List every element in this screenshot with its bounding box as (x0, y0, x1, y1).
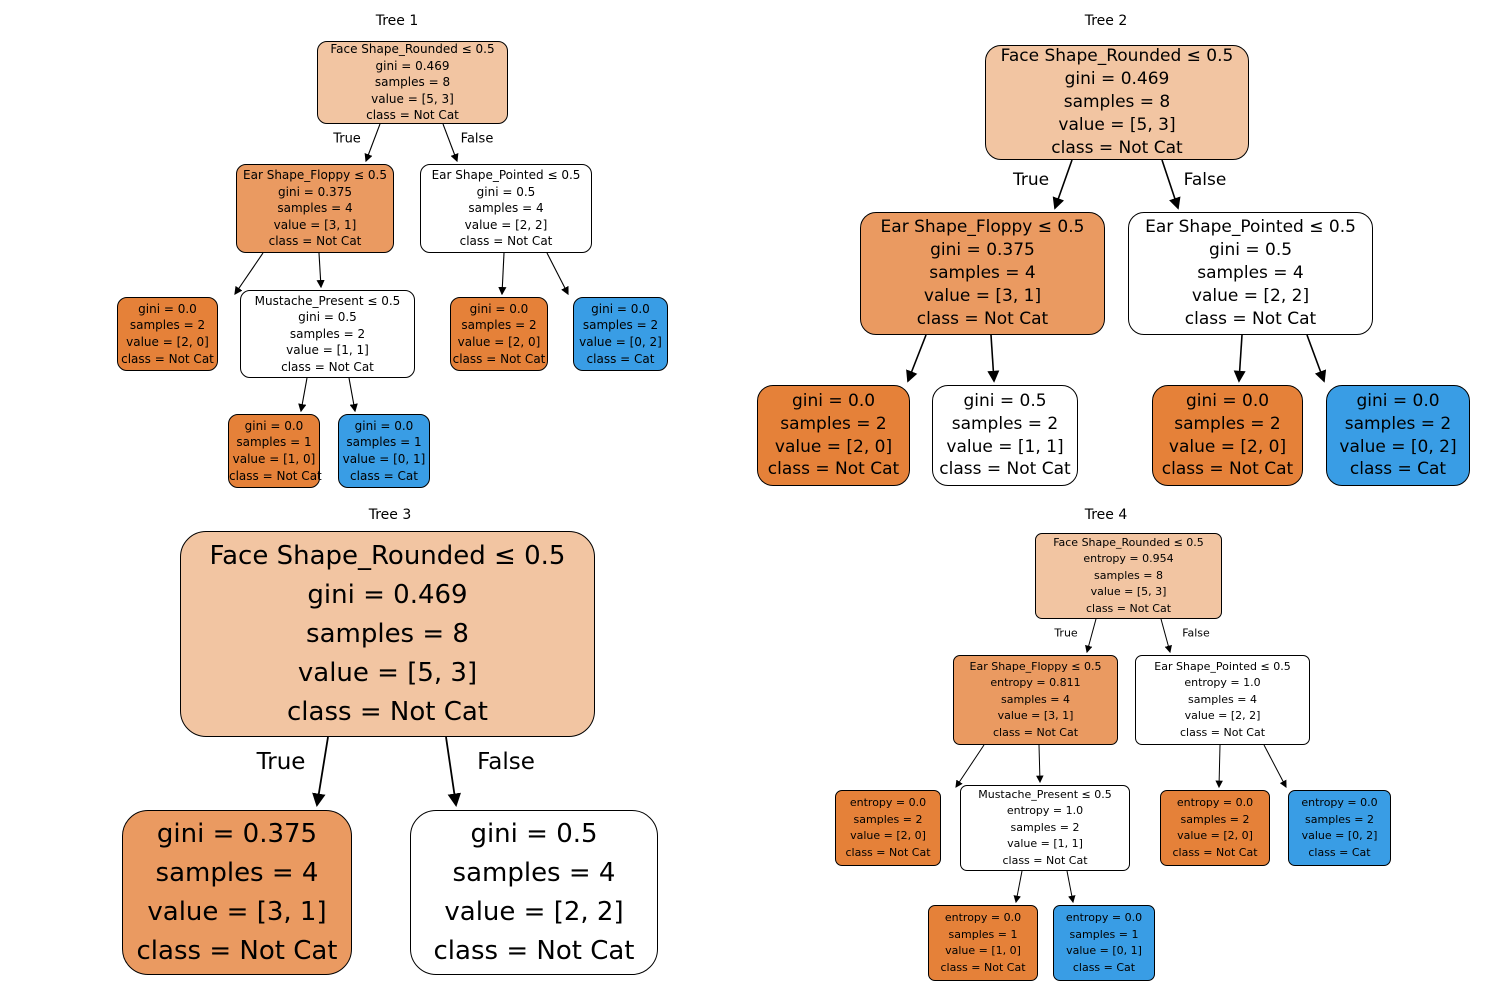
tree3-false-edge-label: False (477, 749, 535, 775)
tree2-title: Tree 2 (1084, 13, 1128, 29)
tree3-edges (312, 736, 462, 808)
tree1-true-edge-label: True (333, 131, 361, 147)
tree1-title: Tree 1 (375, 13, 419, 29)
tree1-false-edge-label: False (460, 131, 494, 147)
tree3-title: Tree 3 (368, 507, 412, 523)
tree3-true-edge-label: True (256, 749, 306, 775)
tree2-true-edge-label: True (1012, 170, 1050, 190)
tree4-true-edge-label: True (1054, 626, 1078, 640)
tree2-false-edge-label: False (1183, 170, 1227, 190)
tree4-false-edge-label: False (1182, 626, 1210, 640)
tree4-title: Tree 4 (1084, 507, 1128, 523)
